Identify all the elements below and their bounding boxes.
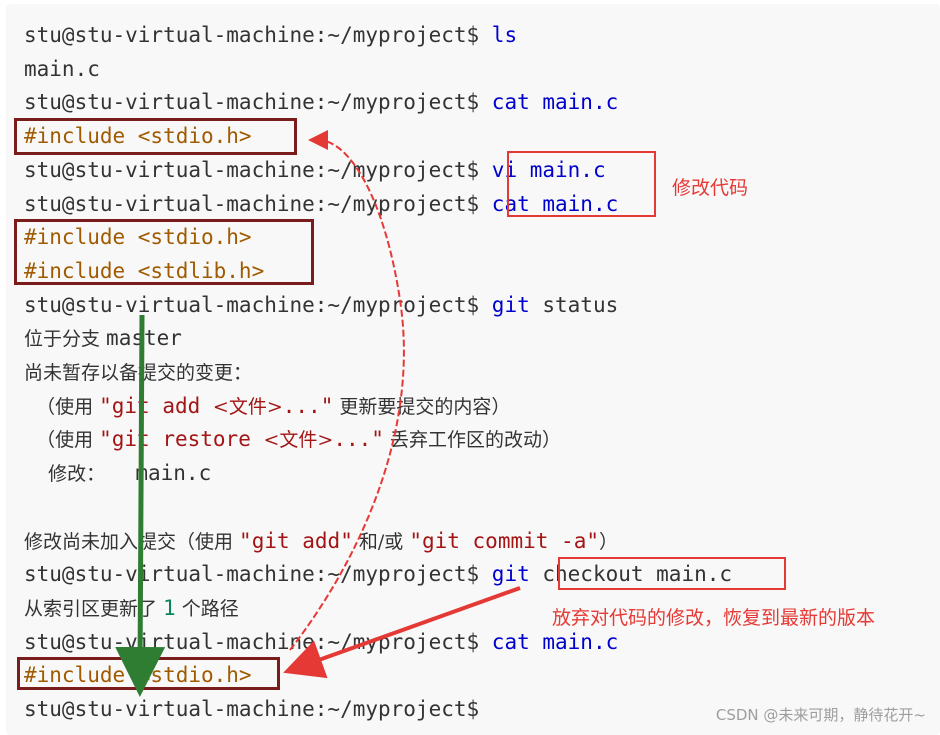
- terminal-line: stu@stu-virtual-machine:~/myproject$ cat…: [24, 628, 618, 656]
- red-straight-arrow: [283, 586, 521, 679]
- output-text: （使用: [24, 429, 100, 452]
- output-text: #include <stdlib.h>: [24, 258, 265, 283]
- output-text: #include <stdio.h>: [24, 124, 252, 149]
- output-text: 从索引区更新了: [24, 597, 164, 620]
- terminal-line: stu@stu-virtual-machine:~/myproject$ git…: [24, 291, 618, 319]
- terminal-line: 修改尚未加入提交（使用 "git add" 和/或 "git commit -a…: [24, 527, 618, 556]
- original-include-box: [14, 118, 297, 155]
- output-text: 修改：: [24, 463, 136, 486]
- green-down-arrow: [115, 314, 166, 697]
- shell-command: cat main.c: [479, 629, 619, 654]
- output-text: 尚未暂存以备提交的变更：: [24, 362, 253, 384]
- shell-command: git: [479, 562, 530, 587]
- output-text: 1: [163, 595, 176, 620]
- output-text: 个路径: [175, 597, 239, 620]
- checkout-command-box: [558, 557, 786, 590]
- terminal-panel: [6, 4, 940, 735]
- shell-prompt: stu@stu-virtual-machine:~/myproject$: [24, 23, 480, 47]
- output-text: （使用: [24, 395, 100, 418]
- output-text: ）: [598, 530, 618, 553]
- terminal-line: stu@stu-virtual-machine:~/myproject$: [24, 695, 479, 723]
- output-text: 位于分支: [24, 328, 107, 351]
- terminal-line: #include <stdlib.h>: [24, 257, 264, 285]
- shell-command: ls: [479, 23, 518, 47]
- csdn-watermark: CSDN @未来可期，静待花开~: [715, 706, 926, 724]
- output-text: ...": [333, 427, 384, 452]
- shell-command: cat main.c: [479, 90, 619, 115]
- output-text: 修改尚未加入提交（使用: [24, 530, 240, 553]
- shell-command: cat main.c: [479, 191, 619, 216]
- shell-prompt: stu@stu-virtual-machine:~/myproject$: [24, 562, 480, 587]
- output-text: main.c: [24, 56, 100, 81]
- output-text: #include <stdio.h>: [24, 225, 252, 250]
- terminal-line: 尚未暂存以备提交的变更：: [24, 358, 252, 387]
- discard-changes-annotation: 放弃对代码的修改，恢复到最新的版本: [552, 607, 876, 629]
- terminal-line: stu@stu-virtual-machine:~/myproject$ cat…: [24, 88, 618, 116]
- terminal-line: main.c: [24, 55, 100, 83]
- output-text: "git add": [239, 528, 353, 553]
- shell-prompt: stu@stu-virtual-machine:~/myproject$: [24, 157, 480, 182]
- terminal-line: 修改： main.c: [24, 459, 211, 488]
- modified-include-box: [14, 219, 314, 285]
- shell-command: vi main.c: [479, 157, 606, 182]
- shell-prompt: stu@stu-virtual-machine:~/myproject$: [24, 697, 480, 721]
- shell-prompt: stu@stu-virtual-machine:~/myproject$: [24, 90, 480, 115]
- output-text: 更新要提交的内容）: [333, 395, 511, 418]
- terminal-line: 从索引区更新了 1 个路径: [24, 594, 239, 623]
- output-text: <文件>: [263, 429, 334, 452]
- shell-command: git: [479, 292, 530, 317]
- shell-prompt: stu@stu-virtual-machine:~/myproject$: [24, 191, 480, 216]
- shell-prompt: stu@stu-virtual-machine:~/myproject$: [24, 292, 480, 317]
- shell-prompt: stu@stu-virtual-machine:~/myproject$: [24, 629, 480, 654]
- output-text: 和/或: [352, 530, 410, 553]
- output-text: "git commit -a": [409, 528, 599, 553]
- output-text: ...": [282, 393, 334, 418]
- red-curved-arrow: [289, 130, 405, 651]
- terminal-line: #include <stdio.h>: [24, 223, 252, 251]
- modify-code-annotation: 修改代码: [672, 177, 749, 199]
- terminal-line: stu@stu-virtual-machine:~/myproject$ vi …: [24, 156, 606, 184]
- modify-commands-box: [507, 151, 656, 217]
- terminal-line: stu@stu-virtual-machine:~/myproject$ ls: [24, 21, 517, 49]
- terminal-line: （使用 "git restore <文件>..." 丢弃工作区的改动）: [24, 425, 561, 454]
- output-text: 丢弃工作区的改动）: [383, 429, 561, 452]
- output-text: <文件>: [212, 395, 283, 418]
- terminal-line: stu@stu-virtual-machine:~/myproject$ cat…: [24, 190, 618, 218]
- output-text: status: [529, 292, 619, 317]
- terminal-line: #include <stdio.h>: [24, 122, 252, 150]
- output-text: main.c: [135, 461, 212, 486]
